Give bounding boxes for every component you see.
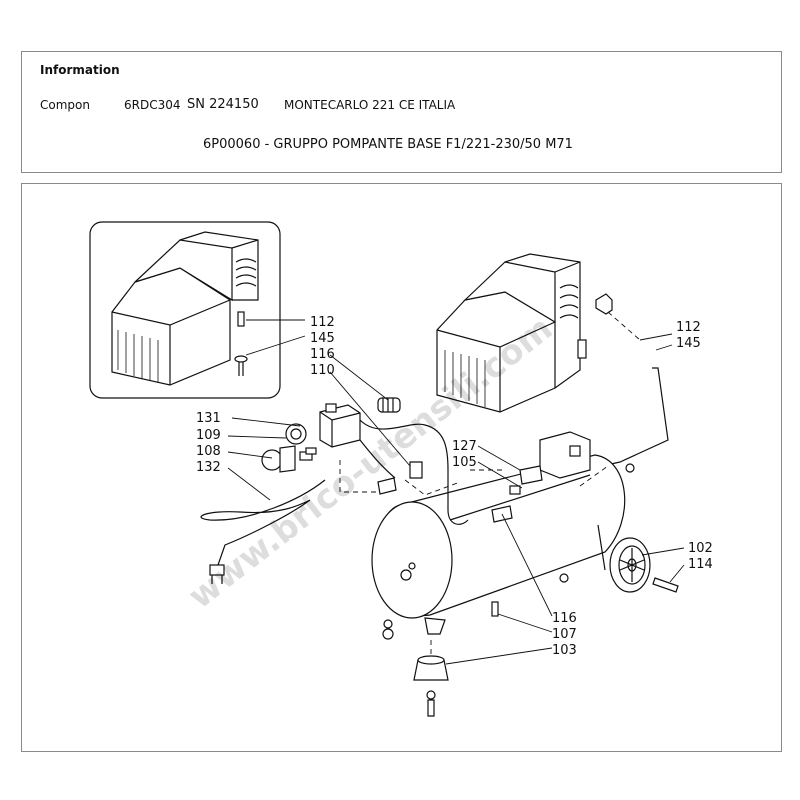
callout-145: 145 — [676, 336, 701, 351]
callout-108: 108 — [196, 444, 221, 459]
inset-frame — [89, 221, 281, 399]
tank-bracket — [539, 431, 591, 479]
group-title: 6P00060 - GRUPPO POMPANTE BASE F1/221-23… — [203, 137, 573, 152]
callout-114: 114 — [688, 557, 713, 572]
pressure-switch — [319, 403, 361, 448]
callout-109: 109 — [196, 428, 221, 443]
inset-compressor-head — [111, 231, 259, 386]
callout-105: 105 — [452, 455, 477, 470]
elbow-fitting — [595, 293, 613, 315]
pressure-regulator — [261, 445, 313, 473]
pressure-gauge — [285, 423, 307, 445]
callout-127: 127 — [452, 439, 477, 454]
callout-110: 110 — [310, 363, 335, 378]
callout-116: 116 — [310, 347, 335, 362]
power-cable — [200, 479, 326, 566]
inset-valve — [237, 311, 245, 327]
callout-112-inset: 112 — [310, 315, 335, 330]
callout-102: 102 — [688, 541, 713, 556]
serial-number: SN 224150 — [187, 97, 259, 112]
spring-connector — [377, 397, 401, 413]
air-tank — [371, 431, 635, 635]
model-name: MONTECARLO 221 CE ITALIA — [284, 98, 456, 112]
callout-116-lower: 116 — [552, 611, 577, 626]
leader-lines — [227, 354, 685, 665]
wheel — [597, 524, 651, 593]
callout-112: 112 — [676, 320, 701, 335]
callout-131: 131 — [196, 411, 221, 426]
delivery-pipe — [601, 367, 669, 467]
information-panel — [21, 51, 782, 173]
callout-107: 107 — [552, 627, 577, 642]
wheel-bolt — [652, 577, 679, 593]
compressor-head — [436, 253, 613, 413]
callout-103: 103 — [552, 643, 577, 658]
component-label: Compon — [40, 98, 90, 112]
information-title: Information — [40, 63, 120, 77]
callout-145-inset: 145 — [310, 331, 335, 346]
power-plug — [209, 564, 225, 576]
component-code: 6RDC304 — [124, 98, 181, 112]
tank-pipe — [359, 419, 469, 525]
callout-132: 132 — [196, 460, 221, 475]
